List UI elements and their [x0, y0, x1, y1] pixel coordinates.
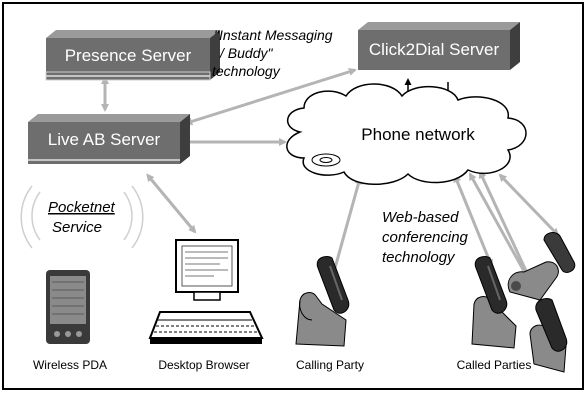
called-party-phone-3 [529, 297, 568, 373]
called-party-phone-1 [471, 255, 517, 349]
arrow-called-party-4 [498, 173, 560, 237]
pocketnet-line-2: Service [52, 219, 102, 236]
webconf-line-2: conferencing [382, 229, 469, 246]
cloud-bubble-inner [319, 157, 333, 163]
hand-phone-icon [295, 255, 350, 347]
click2dial-server: Click2Dial Server [358, 22, 520, 70]
presence-server-label: Presence Server [65, 46, 192, 65]
wireless-pda-label: Wireless PDA [33, 358, 107, 372]
arrow-calling-party-network [333, 176, 363, 269]
phone-network-cloud: Phone network [286, 83, 527, 185]
webconf-line-3: technology [382, 249, 456, 266]
called-parties-label: Called Parties [457, 358, 532, 372]
wireless-signal-icon [20, 185, 144, 249]
pda-icon [46, 270, 90, 344]
connection-arrows [101, 67, 560, 324]
arrow-liveab-desktop [146, 173, 197, 234]
desktop-computer-icon [148, 239, 264, 344]
live-ab-server-label: Live AB Server [48, 130, 161, 149]
cloud-icon [286, 83, 527, 185]
called-party-phone-2 [507, 232, 576, 301]
webconf-line-1: Web-based [382, 209, 459, 226]
pocketnet-line-1: Pocketnet [48, 199, 116, 216]
im-line-2: / Buddy" [219, 45, 273, 61]
web-conferencing-label: Web-based conferencing technology [382, 209, 469, 266]
live-ab-server: Live AB Server [28, 114, 190, 164]
phone-network-label: Phone network [361, 125, 475, 144]
presence-server: Presence Server [45, 30, 220, 81]
im-line-1: "Instant Messaging [214, 27, 333, 43]
arrow-liveab-click2dial [184, 67, 357, 126]
desktop-browser-label: Desktop Browser [158, 358, 249, 372]
click2dial-server-label: Click2Dial Server [369, 40, 500, 59]
calling-party-label: Calling Party [296, 358, 364, 372]
im-line-3: technology [212, 63, 281, 79]
pocketnet-service-label: Pocketnet Service [48, 199, 116, 236]
instant-messaging-label: "Instant Messaging / Buddy" technology [212, 27, 333, 79]
